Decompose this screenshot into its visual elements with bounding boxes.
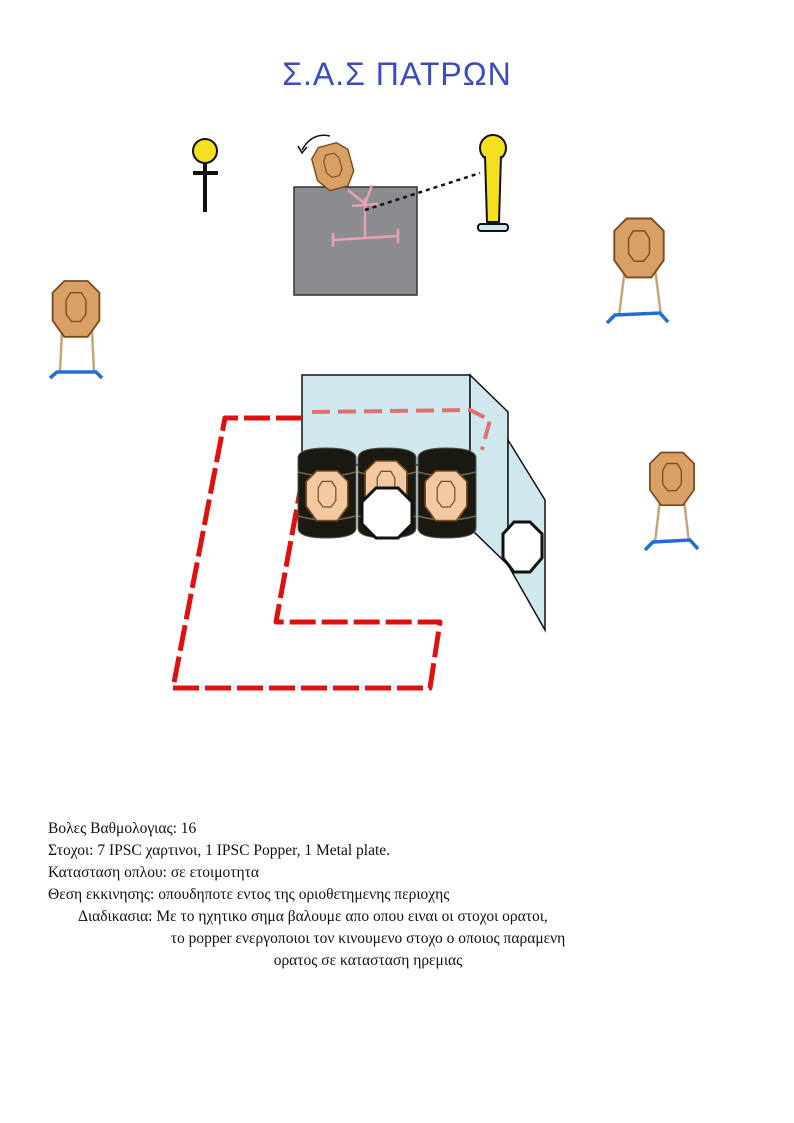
procedure-row: Διαδικασια: Με το ηχητικο σημα βαλουμε α…: [78, 908, 548, 925]
no-shoot-barrel: [360, 486, 414, 540]
metal-plate: [501, 520, 544, 574]
targets-row: Στοχοι: 7 IPSC χαρτινοι, 1 IPSC Popper, …: [48, 842, 391, 859]
pole-popper-left: [192, 138, 218, 212]
stand-target-left: [48, 280, 104, 380]
stage-briefing: Βολες Βαθμολογιας: 16 Στοχοι: 7 IPSC χαρ…: [48, 818, 768, 972]
stage-title: Σ.Α.Σ ΠΑΤΡΩΝ: [282, 56, 512, 92]
scoring-shots-row: Βολες Βαθμολογιας: 16: [48, 820, 197, 837]
swing-arrow-icon: [301, 134, 331, 151]
stand-target-right-bottom: [643, 451, 700, 552]
gun-condition-row: Κατασταση οπλου: σε ετοιμοτητα: [48, 864, 259, 881]
wall-side: [469, 373, 546, 633]
moving-ipsc-target: [308, 139, 358, 194]
procedure-line-2: το popper ενεργοποιοι τον κινουμενο στοχ…: [170, 930, 566, 947]
stage-diagram: [48, 134, 700, 691]
start-position-row: Θεση εκκινησης: οπουδηποτε εντος της ορι…: [48, 886, 450, 903]
moving-target-area: [293, 171, 481, 296]
procedure-line-3: ορατος σε κατασταση ηρεμιας: [273, 952, 463, 969]
stand-target-right-top: [605, 217, 670, 325]
fault-line: [170, 415, 443, 691]
ipsc-popper: [477, 134, 509, 232]
